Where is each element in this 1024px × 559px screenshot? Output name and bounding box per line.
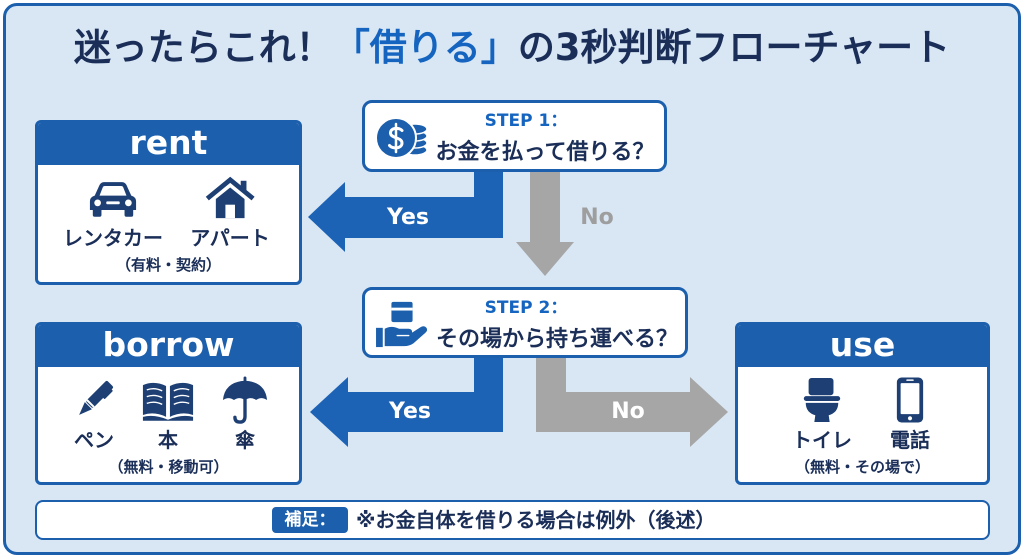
step1-no-arrow [516, 172, 574, 276]
umbrella-icon [221, 376, 269, 424]
car-icon [63, 174, 163, 222]
step2-no-arrow [536, 358, 728, 447]
rent-note: （有料・契約） [115, 256, 221, 274]
book-icon [141, 376, 195, 424]
footnote-badge: 補足： [272, 507, 348, 533]
rent-item-apartment: アパート [190, 174, 270, 251]
title-highlight: 「借りる」 [332, 26, 518, 69]
borrow-item-label: 本 [158, 428, 178, 452]
rent-item-label: レンタカー [63, 226, 163, 250]
house-icon [190, 174, 270, 222]
step1-no-label: No [580, 205, 614, 230]
borrow-item-book: 本 [141, 376, 195, 453]
use-item-phone: 電話 [890, 376, 930, 453]
pen-icon [71, 376, 117, 424]
use-item-toilet: トイレ [792, 376, 852, 453]
coins-icon [375, 117, 428, 159]
use-note: （無料・その場で） [794, 458, 930, 476]
borrow-item-label: 傘 [235, 428, 255, 452]
step-2-label: STEP 2： [484, 298, 568, 318]
step-1-question: お金を払って借りる？ [435, 140, 655, 165]
borrow-title: borrow [38, 325, 299, 367]
step2-yes-label: Yes [389, 399, 431, 424]
use-item-label: トイレ [792, 428, 852, 452]
rent-item-rental-car: レンタカー [63, 174, 163, 251]
step-2-question: その場から持ち運べる？ [435, 327, 678, 352]
rent-item-label: アパート [190, 226, 270, 250]
step-1-box: STEP 1： お金を払って借りる？ [362, 100, 667, 172]
step-2-box: STEP 2： その場から持ち運べる？ [362, 287, 688, 358]
borrow-item-label: ペン [74, 428, 114, 452]
borrow-box: borrow ペン [35, 322, 302, 485]
step1-yes-arrow [308, 172, 503, 252]
footnote-text: ※お金自体を借りる場合は例外（後述） [356, 508, 716, 532]
footnote-bar: 補足： ※お金自体を借りる場合は例外（後述） [35, 500, 990, 540]
hand-holding-box-icon [376, 301, 428, 348]
use-box: use トイレ 電話 （無料・その場で） [735, 322, 990, 485]
borrow-item-pen: ペン [71, 376, 117, 453]
use-item-label: 電話 [890, 428, 930, 452]
title-lead: 迷ったらこれ！ [73, 26, 333, 69]
rent-box: rent レンタカー [35, 120, 302, 285]
step-1-label: STEP 1： [484, 111, 568, 131]
toilet-icon [792, 376, 852, 424]
step1-yes-label: Yes [387, 205, 429, 230]
phone-icon [890, 376, 930, 424]
step2-no-label: No [611, 399, 645, 424]
step2-yes-arrow [310, 358, 503, 447]
borrow-item-umbrella: 傘 [221, 376, 269, 453]
rent-title: rent [38, 123, 299, 165]
use-title: use [738, 325, 987, 367]
title-tail: の3秒判断フローチャート [517, 26, 951, 69]
borrow-note: （無料・移動可） [108, 458, 229, 476]
page-title: 迷ったらこれ！「借りる」の3秒判断フローチャート [0, 26, 1024, 70]
